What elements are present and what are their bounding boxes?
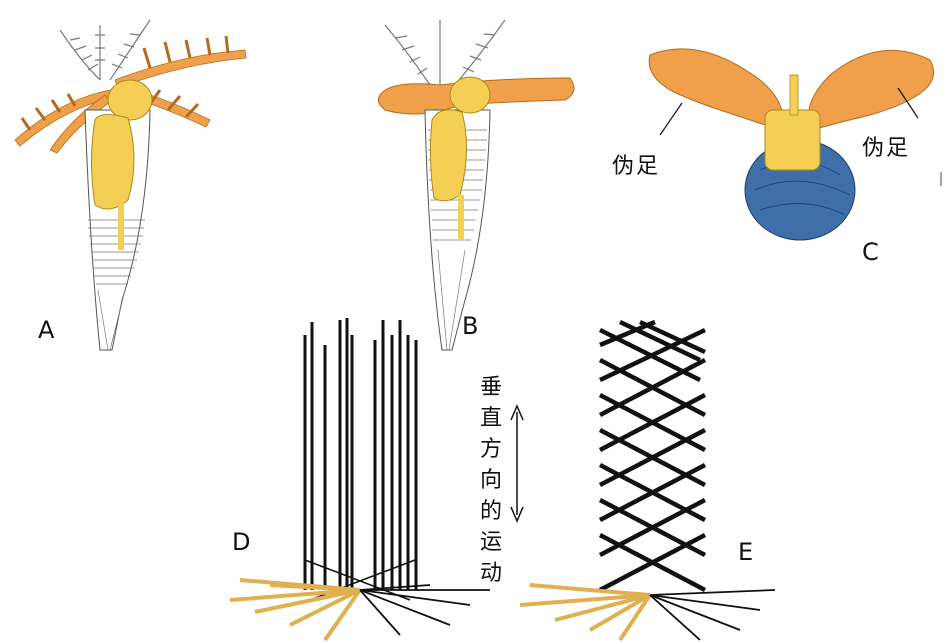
panel-label-a: A xyxy=(38,316,54,344)
vertical-motion-arrow xyxy=(511,406,523,521)
pseudopod-label-right: 伪足 xyxy=(862,130,910,162)
vertical-rods xyxy=(305,318,416,590)
right-pseudopod-wing xyxy=(809,50,934,130)
panel-a-illustration xyxy=(15,20,246,350)
helix-strands xyxy=(600,322,705,590)
panel-label-d: D xyxy=(232,528,250,556)
panel-e-illustration xyxy=(520,322,775,640)
panel-label-b: B xyxy=(462,312,478,340)
yellow-head-a xyxy=(108,80,152,120)
panel-label-e: E xyxy=(738,538,753,566)
feather-crown-b xyxy=(385,20,505,85)
yellow-tentacle xyxy=(790,75,798,115)
panel-d-illustration xyxy=(230,318,490,640)
yellow-stalk-a xyxy=(118,200,124,250)
left-pseudopod-wing xyxy=(649,49,782,130)
yellow-foot xyxy=(765,110,820,170)
fan-sticks-d xyxy=(230,580,360,640)
yellow-body-b xyxy=(430,110,466,201)
pseudopod-label-left: 伪足 xyxy=(612,148,660,180)
fan-sticks-e xyxy=(520,585,650,640)
yellow-body-a xyxy=(92,114,135,209)
fan-lines-e xyxy=(650,590,775,640)
vertical-motion-label: 垂直方向的运动 xyxy=(478,372,504,589)
yellow-head-b xyxy=(450,77,490,113)
feather-crown-a xyxy=(60,20,150,80)
panel-label-c: C xyxy=(862,238,879,266)
fan-lines-d xyxy=(360,585,490,635)
left-pointer-line xyxy=(660,103,682,135)
panel-b-illustration xyxy=(378,20,574,350)
yellow-stalk-b xyxy=(458,195,464,240)
